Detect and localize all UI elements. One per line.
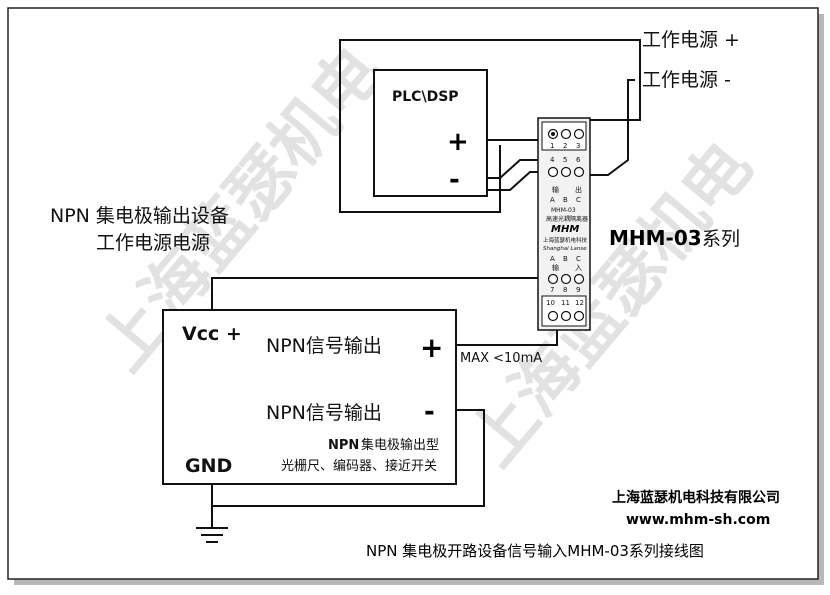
terminal-label-8: 8 <box>563 286 567 294</box>
module-body <box>537 117 591 331</box>
mhm-03-module: 1 2 3 4 5 6 输 出 A B C MHM-03 高速光耦隔离器 MHM… <box>537 117 591 331</box>
input-channel-c: C <box>576 255 581 263</box>
input-header-1: 输 <box>552 263 559 272</box>
terminal-10 <box>547 310 559 322</box>
wire-vcc <box>211 277 548 310</box>
output-header-2: 出 <box>575 185 582 194</box>
terminal-label-2: 2 <box>563 142 567 150</box>
power-minus-label: 工作电源 - <box>642 69 731 91</box>
max-current-label: MAX <10mA <box>460 351 542 366</box>
output-channel-b: B <box>563 196 568 204</box>
terminal-label-4: 4 <box>550 156 555 164</box>
module-model-small: MHM-03 <box>551 207 576 214</box>
terminal-2 <box>560 128 572 140</box>
terminal-label-12: 12 <box>575 299 584 307</box>
model-label: MHM-03 <box>609 226 702 250</box>
terminal-6 <box>573 166 585 178</box>
terminal-11 <box>560 310 572 322</box>
input-channel-a: A <box>550 255 555 263</box>
terminal-label-5: 5 <box>563 156 567 164</box>
input-header-2: 入 <box>575 264 582 272</box>
terminal-label-10: 10 <box>546 299 555 307</box>
terminal-label-1: 1 <box>550 142 554 150</box>
output-channel-c: C <box>576 196 581 204</box>
npn-device-box <box>162 309 457 485</box>
terminal-4 <box>547 166 559 178</box>
module-script-brand: Shanghai Lanse <box>543 246 587 252</box>
terminal-5 <box>560 166 572 178</box>
terminal-label-7: 7 <box>550 286 554 294</box>
power-plus-label: 工作电源 + <box>642 29 740 51</box>
terminal-9 <box>573 273 585 285</box>
module-brand: MHM <box>551 224 579 235</box>
plc-plus-symbol: + <box>447 127 469 157</box>
terminal-label-3: 3 <box>576 142 580 150</box>
terminal-label-11: 11 <box>561 299 570 307</box>
npn-supply-label-line2: 工作电源电源 <box>96 232 210 254</box>
wire-plc-minus <box>487 159 548 179</box>
plc-minus-symbol: - <box>449 165 460 195</box>
input-channel-b: B <box>563 255 568 263</box>
terminal-12 <box>573 310 585 322</box>
junction-terminal-1 <box>551 132 555 136</box>
terminal-7 <box>547 273 559 285</box>
terminal-3 <box>573 128 585 140</box>
vcc-label: Vcc + <box>182 323 242 345</box>
npn-supply-label-line1: NPN 集电极输出设备 <box>50 205 229 227</box>
terminal-label-6: 6 <box>576 156 581 164</box>
output-header-1: 输 <box>552 185 559 194</box>
signal-minus-symbol: - <box>424 397 435 427</box>
module-company: 上海蓝瑟机电科技 <box>543 236 588 244</box>
module-subtitle: 高速光耦隔离器 <box>546 215 588 223</box>
caption: NPN 集电极开路设备信号输入MHM-03系列接线图 <box>366 542 704 560</box>
signal-out-plus-label: NPN信号输出 <box>266 335 382 357</box>
device-type-title-bold: NPN <box>328 438 359 453</box>
terminal-8 <box>560 273 572 285</box>
device-examples: 光栅尺、编码器、接近开关 <box>281 458 437 474</box>
company-name: 上海蓝瑟机电科技有限公司 <box>612 489 780 506</box>
terminal-label-9: 9 <box>576 286 580 294</box>
gnd-label: GND <box>185 455 232 477</box>
website: www.mhm-sh.com <box>626 512 770 528</box>
model-suffix: 系列 <box>702 228 740 250</box>
plc-box <box>373 69 488 197</box>
wire-power-minus <box>585 79 635 176</box>
signal-plus-symbol: + <box>420 331 443 364</box>
device-type-title-rest: 集电极输出型 <box>361 437 439 453</box>
signal-out-minus-label: NPN信号输出 <box>266 402 382 424</box>
wire-signal-minus <box>212 409 485 507</box>
plc-label: PLC\DSP <box>392 89 459 105</box>
output-channel-a: A <box>550 196 555 204</box>
